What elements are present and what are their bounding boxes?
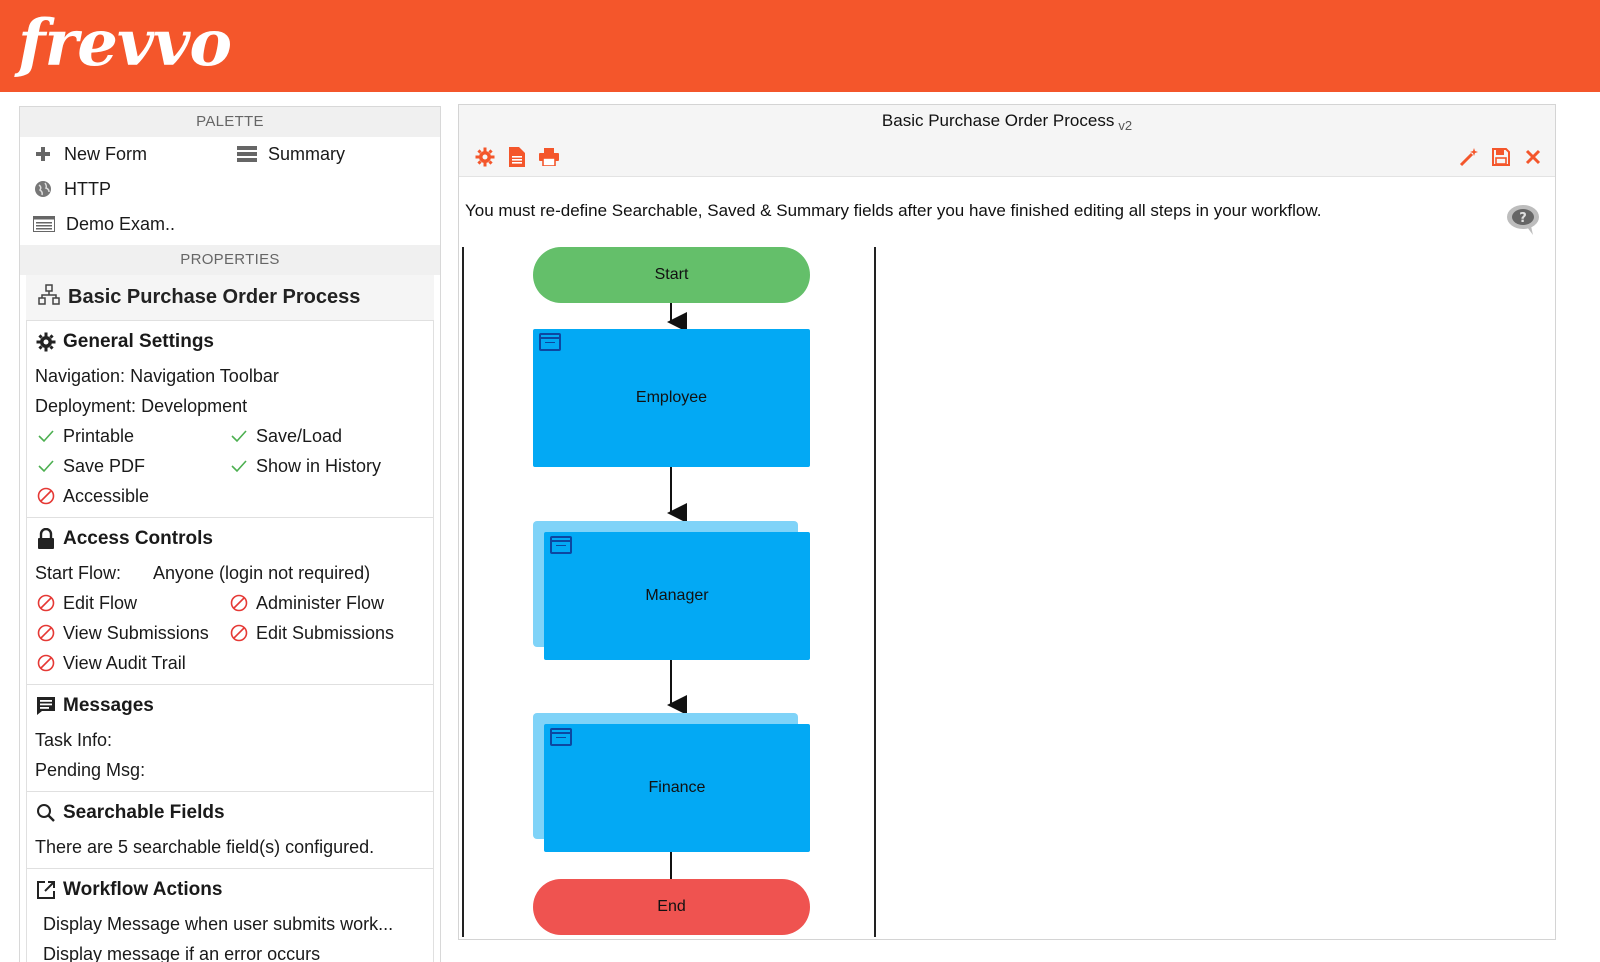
palette-header: PALETTE (20, 107, 440, 137)
check-icon (35, 429, 57, 443)
external-link-icon (35, 880, 57, 900)
flag-edit-submissions: Edit Submissions (228, 618, 418, 648)
finance-step[interactable]: Finance (544, 724, 810, 852)
palette-item-label: New Form (64, 143, 148, 164)
navigation-value: Navigation Toolbar (130, 366, 279, 386)
form-step-icon (550, 536, 572, 554)
form-step-icon (550, 728, 572, 746)
check-icon (35, 459, 57, 473)
svg-text:?: ? (1519, 211, 1527, 226)
lock-icon (35, 528, 57, 550)
flag-administer-flow: Administer Flow (228, 588, 418, 618)
access-controls-title: Access Controls (35, 526, 425, 552)
general-settings-section[interactable]: General Settings Navigation: Navigation … (26, 320, 434, 518)
workflow-actions-section[interactable]: Workflow Actions Display Message when us… (26, 869, 434, 962)
close-icon[interactable] (1521, 145, 1545, 169)
searchable-fields-title: Searchable Fields (35, 800, 425, 826)
editor-toolbar-right (1457, 145, 1545, 169)
prohibited-icon (35, 594, 57, 612)
prohibited-icon (228, 594, 250, 612)
flag-view-audit-trail: View Audit Trail (35, 648, 228, 678)
flag-edit-flow: Edit Flow (35, 588, 228, 618)
plus-icon (32, 143, 54, 165)
palette-item-summary[interactable]: Summary (236, 143, 345, 165)
magic-wand-icon[interactable] (1457, 145, 1481, 169)
workflow-action-item[interactable]: Display message if an error occurs (43, 944, 321, 962)
workflow-action-item[interactable]: Display Message when user submits work..… (43, 914, 394, 934)
flag-show-in-history: Show in History (228, 451, 418, 481)
access-controls-section[interactable]: Access Controls Start Flow: Anyone (logi… (26, 518, 434, 685)
globe-icon (32, 178, 54, 200)
navigation-row: Navigation: Navigation Toolbar (35, 361, 425, 391)
summary-icon (236, 143, 258, 165)
connector-arrows (667, 303, 687, 879)
palette-item-new-form[interactable]: New Form (32, 143, 147, 165)
palette-item-http[interactable]: HTTP (32, 178, 111, 200)
check-icon (228, 429, 250, 443)
deployment-row: Deployment: Development (35, 391, 425, 421)
searchable-fields-text: There are 5 searchable field(s) configur… (35, 837, 375, 857)
document-icon[interactable] (505, 145, 529, 169)
messages-section[interactable]: Messages Task Info: Pending Msg: (26, 685, 434, 792)
workflow-canvas[interactable]: Start Employee Manager Finance End (462, 247, 876, 937)
end-node[interactable]: End (533, 879, 810, 935)
flag-view-submissions: View Submissions (35, 618, 228, 648)
help-chat-icon[interactable]: ? (1505, 203, 1541, 242)
form-icon (32, 213, 56, 235)
prohibited-icon (35, 624, 57, 642)
workflow-icon (38, 283, 60, 312)
prohibited-icon (35, 654, 57, 672)
start-flow-value: Anyone (login not required) (153, 563, 371, 583)
prohibited-icon (35, 487, 57, 505)
workflow-name[interactable]: Basic Purchase Order Process (68, 286, 361, 308)
flag-save-load: Save/Load (228, 421, 418, 451)
check-icon (228, 459, 250, 473)
palette-item-label: Demo Exam.. (66, 213, 176, 234)
general-settings-title: General Settings (35, 329, 425, 355)
frevvo-logo[interactable]: frevvo (18, 6, 232, 81)
gear-icon[interactable] (473, 145, 497, 169)
task-info-row: Task Info: (35, 730, 113, 750)
flag-save-pdf: Save PDF (35, 451, 228, 481)
prohibited-icon (228, 624, 250, 642)
pending-msg-row: Pending Msg: (35, 760, 146, 780)
deployment-value: Development (141, 396, 248, 416)
left-panel: PALETTE New Form Summary HTTP Demo Exam.… (19, 106, 441, 962)
save-icon[interactable] (1489, 145, 1513, 169)
flag-printable: Printable (35, 421, 228, 451)
version-label: v2 (1118, 118, 1133, 133)
top-bar: frevvo (0, 0, 1600, 92)
employee-step[interactable]: Employee (533, 329, 810, 467)
searchable-fields-section[interactable]: Searchable Fields There are 5 searchable… (26, 792, 434, 869)
start-node[interactable]: Start (533, 247, 810, 303)
start-flow-row: Start Flow: Anyone (login not required) (35, 558, 425, 588)
redefine-notice: You must re-define Searchable, Saved & S… (465, 201, 1322, 220)
workflow-title: Basic Purchase Order Process (26, 275, 434, 320)
properties-header: PROPERTIES (20, 245, 440, 275)
workflow-actions-title: Workflow Actions (35, 877, 425, 903)
search-icon (35, 803, 57, 823)
gear-icon (35, 332, 57, 352)
form-step-icon (539, 333, 561, 351)
flag-accessible: Accessible (35, 481, 228, 511)
palette-item-label: Summary (268, 143, 346, 164)
palette: New Form Summary HTTP Demo Exam.. (20, 137, 440, 245)
palette-item-label: HTTP (64, 178, 111, 199)
manager-step[interactable]: Manager (544, 532, 810, 660)
print-icon[interactable] (537, 145, 561, 169)
messages-title: Messages (35, 693, 425, 719)
message-icon (35, 696, 57, 716)
palette-item-demo-form[interactable]: Demo Exam.. (32, 213, 175, 235)
editor-toolbar-left (473, 145, 561, 169)
